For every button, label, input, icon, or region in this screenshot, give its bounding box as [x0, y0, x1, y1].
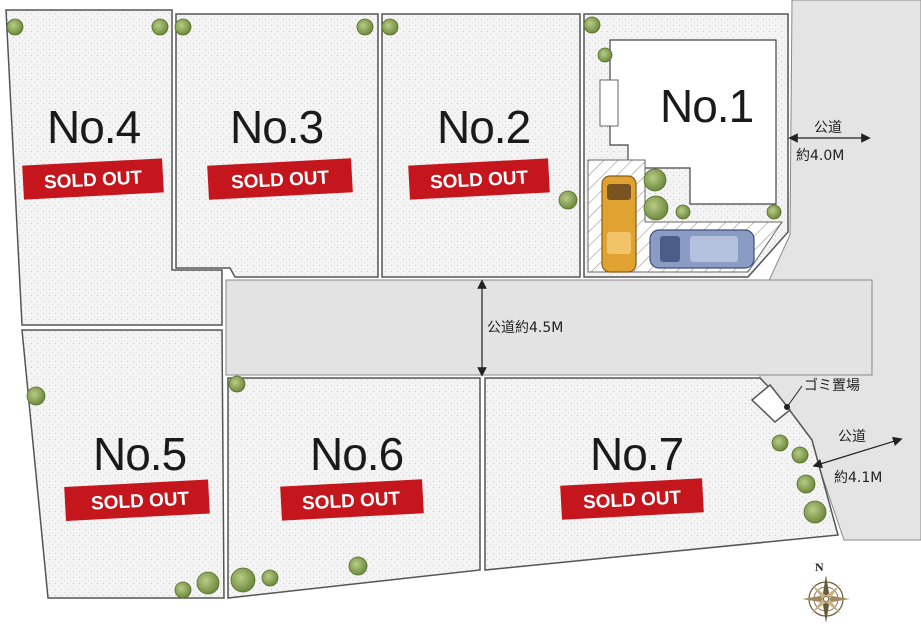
tree-13: [26, 386, 46, 406]
tree-17: [230, 567, 256, 593]
lot-label-no7: No.7: [590, 428, 683, 480]
lot-no2[interactable]: [381, 13, 581, 278]
tree-22: [796, 474, 816, 494]
lot-label-no1: No.1: [660, 80, 753, 132]
tree-5: [381, 18, 399, 36]
internal-road-width-label: 公道約4.5M: [487, 320, 563, 336]
lot-label-no4: No.4: [47, 101, 141, 153]
sold-out-badge-no4: SOLD OUT: [22, 158, 164, 200]
svg-text:SOLD OUT: SOLD OUT: [231, 167, 331, 193]
lot-label-no2: No.2: [437, 101, 530, 153]
sold-out-badge-no5: SOLD OUT: [64, 479, 210, 522]
svg-text:SOLD OUT: SOLD OUT: [302, 488, 402, 514]
tree-21: [791, 446, 809, 464]
tree-10: [675, 204, 691, 220]
house-footprint-no1: [609, 39, 777, 205]
tree-14: [228, 375, 246, 393]
lot-label-no5: No.5: [93, 428, 186, 480]
east-road-bottom-label-line1: 公道: [838, 429, 866, 445]
tree-12: [558, 190, 578, 210]
porch-no1: [599, 79, 619, 127]
garbage-area-leader: [786, 385, 803, 408]
svg-text:SOLD OUT: SOLD OUT: [44, 167, 144, 193]
tree-1: [6, 18, 24, 36]
lot-label-no3: No.3: [230, 101, 323, 153]
tree-4: [356, 18, 374, 36]
sold-out-badge-no3: SOLD OUT: [207, 158, 353, 200]
east-road-top-label-line2: 約4.0M: [796, 148, 844, 164]
tree-8: [643, 168, 667, 192]
trees: [6, 16, 827, 599]
lot-no3[interactable]: [175, 13, 379, 278]
lot-no5[interactable]: [21, 329, 225, 599]
car-blue: [649, 229, 755, 269]
lot-no7[interactable]: [484, 377, 839, 571]
garbage-area-label: ゴミ置場: [804, 377, 860, 394]
tree-2: [151, 18, 169, 36]
tree-15: [174, 581, 192, 599]
tree-20: [771, 434, 789, 452]
sold-out-badge-no6: SOLD OUT: [280, 479, 424, 521]
tree-23: [803, 500, 827, 524]
svg-text:SOLD OUT: SOLD OUT: [91, 489, 191, 515]
internal-road: [225, 279, 873, 376]
tree-16: [196, 571, 220, 595]
tree-18: [261, 569, 279, 587]
tree-19: [348, 556, 368, 576]
compass-north-label: N: [815, 560, 824, 574]
tree-9: [643, 195, 669, 221]
east-road-top-label-line1: 公道: [814, 120, 842, 136]
garbage-area: [750, 383, 792, 423]
svg-text:SOLD OUT: SOLD OUT: [430, 167, 530, 193]
tree-6: [583, 16, 601, 34]
sold-out-badge-no7: SOLD OUT: [560, 478, 704, 520]
tree-11: [766, 204, 782, 220]
tree-7: [597, 47, 613, 63]
compass: [802, 575, 850, 623]
car-yellow: [601, 175, 637, 273]
sold-out-badge-no2: SOLD OUT: [408, 158, 550, 200]
east-road-bottom-label-line2: 約4.1M: [834, 470, 882, 486]
lot-label-no6: No.6: [310, 428, 403, 480]
tree-3: [174, 18, 192, 36]
svg-text:SOLD OUT: SOLD OUT: [583, 487, 683, 513]
east-road-bottom-dimension-line: [812, 436, 903, 469]
